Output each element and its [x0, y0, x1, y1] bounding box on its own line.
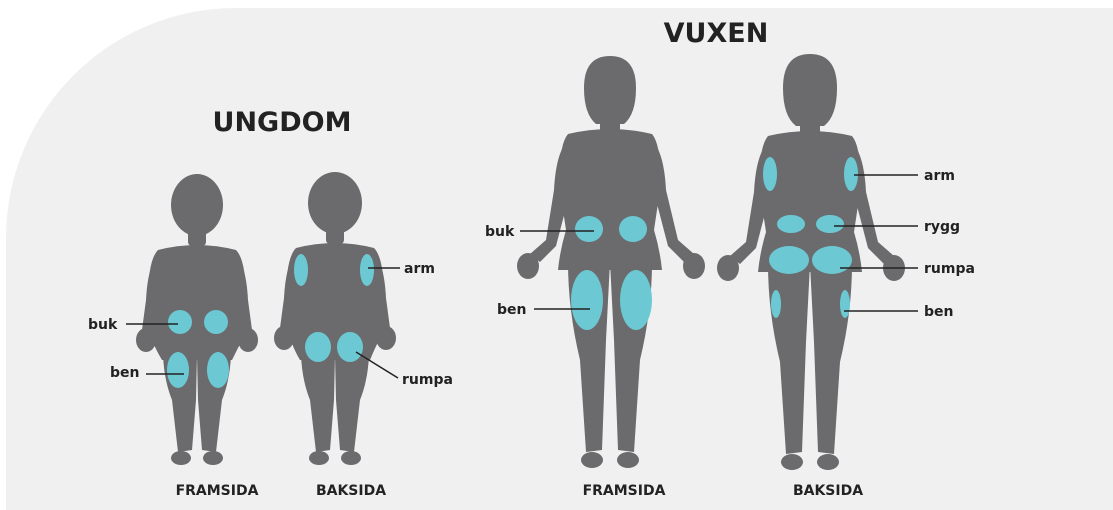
- youth-back-right-foot: [341, 451, 361, 465]
- adult-back-head: [783, 54, 837, 126]
- youth-back-left-foot: [309, 451, 329, 465]
- adult-label-ben-back: ben: [924, 304, 953, 320]
- youth-back-head: [308, 172, 362, 234]
- adult-back-left-foot: [781, 454, 803, 470]
- youth-front-thigh-site-right: [207, 352, 229, 388]
- adult-title: VUXEN: [664, 18, 769, 49]
- youth-front-neck: [188, 230, 206, 246]
- adult-label-rumpa: rumpa: [924, 261, 975, 277]
- adult-back-caption: BAKSIDA: [793, 483, 863, 499]
- youth-label-buk: buk: [88, 317, 118, 333]
- youth-back-neck: [326, 228, 344, 244]
- adult-front-left-hand: [517, 253, 539, 279]
- youth-back-left-hand: [274, 326, 294, 350]
- adult-front-right-hand: [683, 253, 705, 279]
- youth-back-right-leg: [335, 355, 369, 452]
- adult-front-thigh-site-left: [571, 270, 603, 330]
- adult-front-belly-site-left: [575, 216, 603, 242]
- adult-back-figure: [717, 54, 905, 470]
- adult-back-right-foot: [817, 454, 839, 470]
- youth-label-arm: arm: [404, 261, 435, 277]
- adult-front-figure: [517, 56, 705, 468]
- adult-front-left-foot: [581, 452, 603, 468]
- adult-back-arm-site-left: [763, 157, 777, 191]
- adult-back-arm-site-right: [844, 157, 858, 191]
- youth-label-rumpa: rumpa: [402, 372, 453, 388]
- youth-back-buttock-site-right: [337, 332, 363, 362]
- youth-front-left-hand: [136, 328, 156, 352]
- adult-label-buk: buk: [485, 224, 515, 240]
- youth-front-belly-site-left: [168, 310, 192, 334]
- adult-front-head: [584, 56, 636, 124]
- youth-front-head: [171, 174, 223, 236]
- adult-label-arm: arm: [924, 168, 955, 184]
- youth-back-left-leg: [301, 355, 335, 452]
- adult-back-buttock-site-left: [769, 246, 809, 274]
- youth-label-ben: ben: [110, 365, 139, 381]
- adult-front-right-foot: [617, 452, 639, 468]
- youth-back-arm-site-right: [360, 254, 374, 286]
- adult-back-thigh-site-left: [771, 290, 781, 318]
- adult-back-back-site-left: [777, 215, 805, 233]
- youth-back-arm-site-left: [294, 254, 308, 286]
- youth-back-buttock-site-left: [305, 332, 331, 362]
- adult-back-back-site-right: [816, 215, 844, 233]
- adult-front-caption: FRAMSIDA: [583, 483, 666, 499]
- youth-back-right-hand: [376, 326, 396, 350]
- youth-front-thigh-site-left: [167, 352, 189, 388]
- youth-front-right-hand: [238, 328, 258, 352]
- youth-back-caption: BAKSIDA: [316, 483, 386, 499]
- youth-front-belly-site-right: [204, 310, 228, 334]
- adult-back-buttock-site-right: [812, 246, 852, 274]
- adult-back-left-hand: [717, 255, 739, 281]
- adult-label-rygg: rygg: [924, 219, 960, 235]
- adult-front-belly-site-right: [619, 216, 647, 242]
- adult-back-thigh-site-right: [840, 290, 850, 318]
- youth-back-figure: [274, 172, 396, 465]
- youth-title: UNGDOM: [213, 107, 352, 138]
- adult-front-thigh-site-right: [620, 270, 652, 330]
- adult-label-ben-front: ben: [497, 302, 526, 318]
- youth-front-figure: [136, 174, 258, 465]
- youth-front-left-foot: [171, 451, 191, 465]
- youth-front-right-foot: [203, 451, 223, 465]
- youth-front-caption: FRAMSIDA: [176, 483, 259, 499]
